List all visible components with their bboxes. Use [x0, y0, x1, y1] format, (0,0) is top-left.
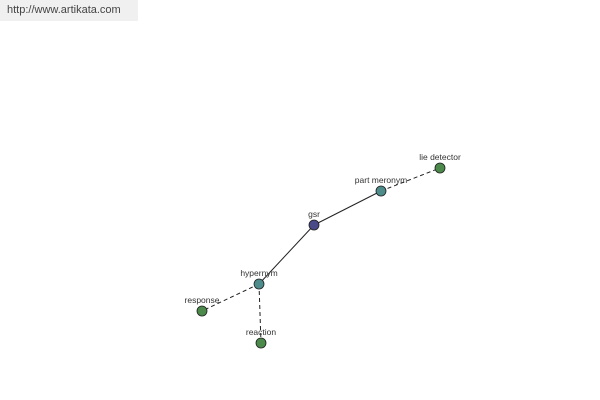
node-gsr[interactable]: gsr: [308, 209, 320, 231]
node-circle-response[interactable]: [196, 305, 208, 317]
node-label-hypernym: hypernym: [240, 268, 277, 278]
edge-gsr-part_meronym: [313, 190, 382, 226]
node-label-response: response: [185, 295, 220, 305]
site-url-banner: http://www.artikata.com: [0, 0, 138, 21]
edge-part_meronym-lie_detector: [380, 167, 441, 192]
node-lie-detector[interactable]: lie detector: [419, 152, 461, 174]
node-part-meronym[interactable]: part meronym: [355, 175, 407, 197]
edge-hypernym-response: [201, 283, 260, 312]
graph-nodes: gsr part meronym lie detector hypernym respo…: [185, 152, 461, 349]
node-circle-gsr[interactable]: [308, 219, 320, 231]
graph-edges: [201, 167, 441, 344]
edge-hypernym-reaction: [258, 283, 262, 344]
node-reaction[interactable]: reaction: [246, 327, 277, 349]
node-hypernym[interactable]: hypernym: [240, 268, 278, 290]
node-label-lie-detector: lie detector: [419, 152, 461, 162]
node-circle-part-meronym[interactable]: [375, 185, 387, 197]
node-label-gsr: gsr: [308, 209, 320, 219]
node-label-part-meronym: part meronym: [355, 175, 407, 185]
node-label-reaction: reaction: [246, 327, 277, 337]
edge-gsr-hypernym: [258, 224, 315, 285]
node-response[interactable]: response: [185, 295, 220, 317]
node-circle-hypernym[interactable]: [253, 278, 265, 290]
node-circle-reaction[interactable]: [255, 337, 267, 349]
node-circle-lie-detector[interactable]: [434, 162, 446, 174]
